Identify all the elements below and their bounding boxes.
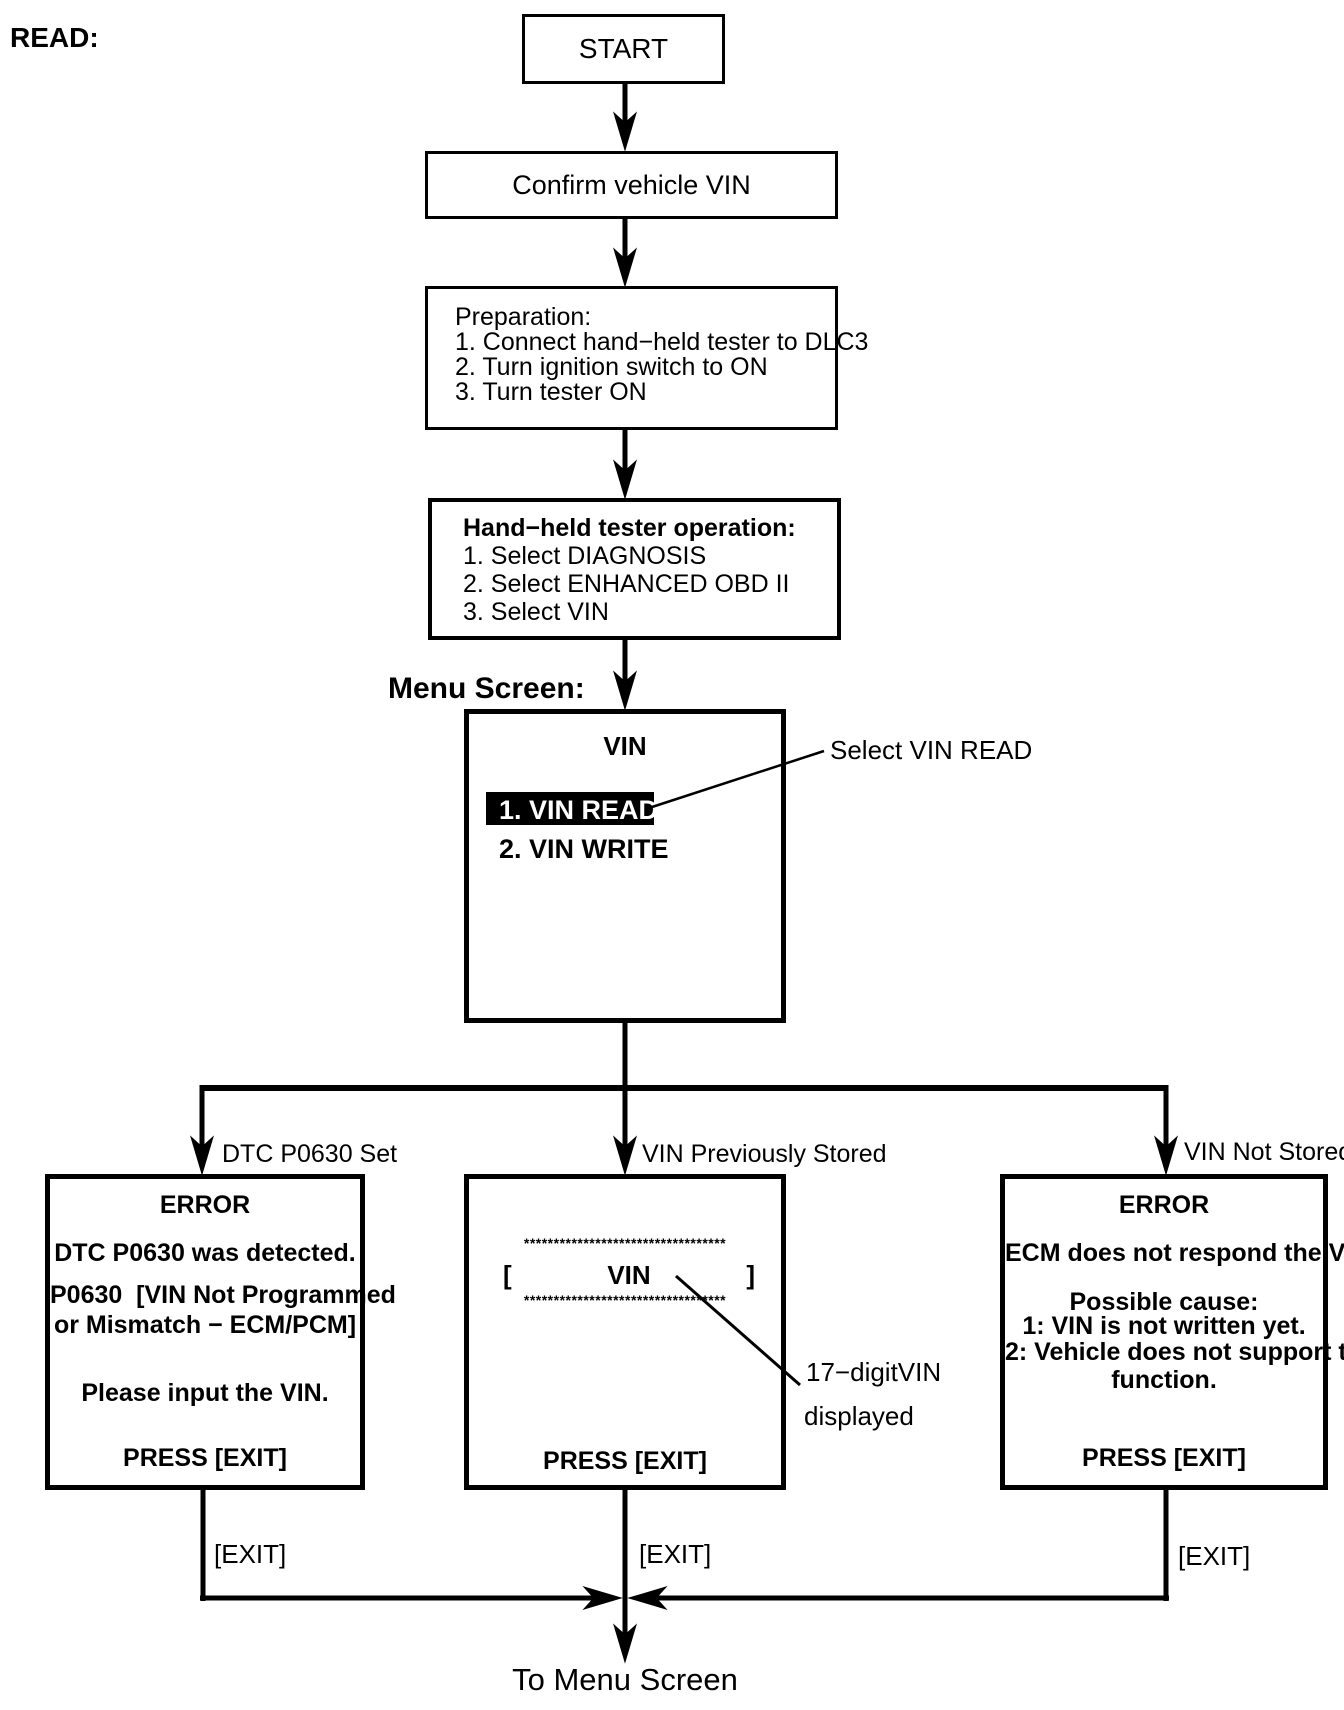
error-dtc-line3: or Mismatch − ECM/PCM] [53,1311,357,1339]
error-ecm-line3: 1: VIN is not written yet. [1022,1312,1306,1340]
error-ecm-line5: function. [1111,1366,1217,1394]
arrowhead-down [1154,1135,1178,1176]
vin-display-row: [ VIN ] [503,1260,755,1291]
vin-digits-callout-line1: 17−digitVIN [806,1357,942,1387]
error-dtc-node: ERROR DTC P0630 was detected. P0630 [VIN… [45,1174,396,1490]
arrowhead-down [613,670,637,711]
tester-operation-step-2: 2. Select ENHANCED OBD II [463,570,790,598]
vin-display-stars-top: ********************************** [523,1235,727,1251]
vin-display-bracket-close: ] [746,1260,755,1290]
error-ecm-press-exit: PRESS [EXIT] [1082,1444,1246,1472]
tester-operation-title: Hand−held tester operation: [463,514,796,542]
preparation-step-2: 2. Turn ignition switch to ON [455,353,768,381]
start-node: START [522,14,725,84]
branch-label-vin-not-stored: VIN Not Stored [1184,1138,1344,1166]
preparation-step-3: 3. Turn tester ON [455,378,647,406]
select-vin-read-callout: Select VIN READ [830,735,1033,765]
error-ecm-line4: 2: Vehicle does not support this [1005,1338,1344,1366]
vin-display-vin-label: VIN [607,1260,651,1290]
error-ecm-node: ERROR ECM does not respond the VIN. Poss… [1000,1174,1344,1490]
exit-label-left: [EXIT] [214,1539,287,1569]
error-dtc-line4: Please input the VIN. [81,1379,329,1407]
read-section-label: READ: [10,22,99,53]
tester-operation-step-3: 3. Select VIN [463,598,609,626]
confirm-vin-label: Confirm vehicle VIN [512,169,751,200]
arrowhead-right [582,1586,623,1610]
arrowhead-down [613,1135,637,1176]
error-dtc-press-exit: PRESS [EXIT] [123,1444,287,1472]
exit-label-right: [EXIT] [1178,1541,1251,1571]
arrowhead-down [613,247,637,288]
menu-screen-label: Menu Screen: [388,672,585,705]
vin-display-press-exit: PRESS [EXIT] [543,1447,707,1475]
menu-screen-node: VIN 1. VIN READ 2. VIN WRITE [464,709,786,1023]
vin-display-node: ********************************** [ VIN… [464,1174,786,1490]
error-dtc-line1: DTC P0630 was detected. [54,1239,356,1267]
branch-label-dtc-set: DTC P0630 Set [222,1140,398,1168]
branch-label-vin-stored: VIN Previously Stored [642,1140,887,1168]
error-dtc-line2: P0630 [VIN Not Programmed [50,1281,396,1309]
error-dtc-title: ERROR [159,1191,251,1219]
vin-display-bracket-open: [ [503,1260,512,1290]
arrowhead-left [627,1586,668,1610]
menu-item-vin-write: 2. VIN WRITE [499,834,669,864]
vin-digits-callout-line2: displayed [804,1401,914,1431]
arrowhead-down [613,459,637,500]
menu-item-vin-read-label: 1. VIN READ [499,795,659,825]
menu-item-vin-read: 1. VIN READ [486,792,658,825]
to-menu-screen-label: To Menu Screen [512,1662,738,1697]
tester-operation-node: Hand−held tester operation: 1. Select DI… [428,498,841,640]
confirm-vin-node: Confirm vehicle VIN [425,151,838,219]
tester-operation-step-1: 1. Select DIAGNOSIS [463,542,707,570]
menu-title: VIN [603,731,647,761]
arrowhead-down [613,111,637,152]
preparation-step-1: 1. Connect hand−held tester to DLC3 [455,328,869,356]
error-ecm-line2: Possible cause: [1069,1288,1259,1316]
preparation-node: Preparation: 1. Connect hand−held tester… [425,286,868,430]
arrowhead-down [190,1135,214,1176]
start-node-label: START [578,33,669,64]
error-ecm-title: ERROR [1118,1191,1210,1219]
vin-display-stars-bottom: ********************************** [523,1292,727,1308]
arrowhead-down [613,1623,637,1664]
preparation-title: Preparation: [455,303,592,331]
error-ecm-line1: ECM does not respond the VIN. [1005,1239,1344,1267]
exit-label-middle: [EXIT] [639,1539,712,1569]
